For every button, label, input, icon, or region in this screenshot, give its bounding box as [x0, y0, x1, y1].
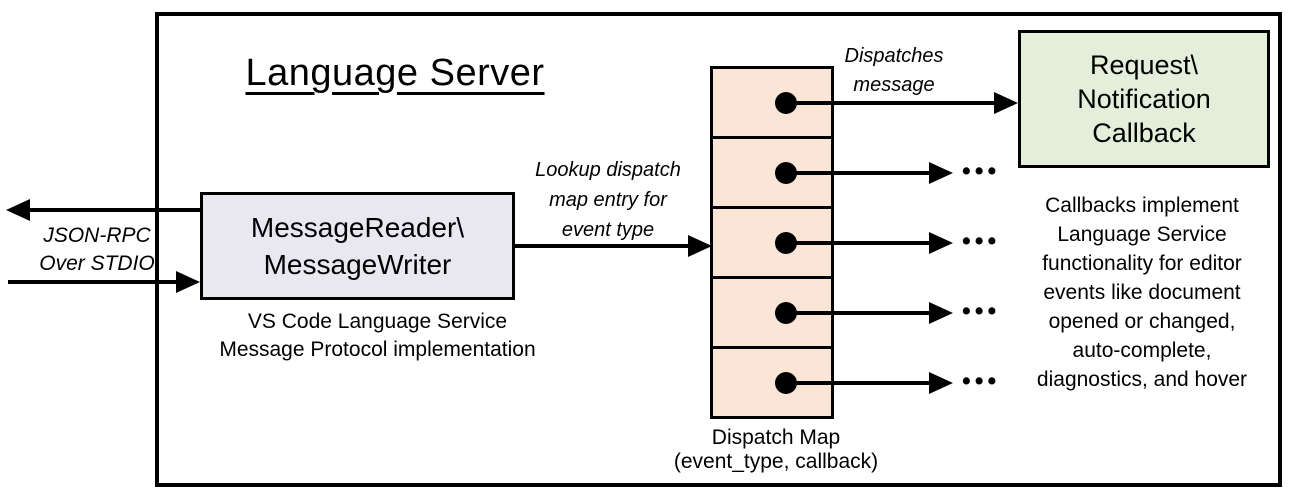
ellipsis-row-5: •••: [962, 367, 1001, 395]
callback-caption: Callbacks implement Language Service fun…: [1036, 194, 1248, 391]
ellipsis-row-3: •••: [962, 227, 1001, 255]
message-reader-writer-box: MessageReader\ MessageWriter: [200, 192, 515, 300]
ellipsis-row-2: •••: [962, 157, 1001, 185]
message-box-caption: VS Code Language Service Message Protoco…: [219, 310, 536, 361]
request-notification-callback-box: Request\ Notification Callback: [1018, 30, 1270, 168]
dispatch-map-cell: [713, 209, 831, 279]
stdio-out-arrowhead-icon: [6, 199, 30, 221]
dispatch-map: [710, 66, 834, 419]
dispatch-map-label: Dispatch Map (event_type, callback): [673, 426, 879, 473]
lookup-dispatch-label: Lookup dispatch map entry for event type: [535, 159, 681, 241]
dispatch-map-cell: [713, 349, 831, 416]
dispatch-map-cell: [713, 139, 831, 209]
dispatches-message-label: Dispatches message: [844, 45, 944, 96]
dispatch-map-cell: [713, 279, 831, 349]
page-title: Language Server: [245, 52, 545, 94]
json-rpc-stdio-label: JSON-RPC Over STDIO: [39, 224, 155, 275]
dispatch-map-cell: [713, 69, 831, 139]
message-reader-writer-label: MessageReader\ MessageWriter: [250, 212, 465, 280]
request-notification-callback-label: Request\ Notification Callback: [1077, 50, 1211, 148]
ellipsis-row-4: •••: [962, 297, 1001, 325]
